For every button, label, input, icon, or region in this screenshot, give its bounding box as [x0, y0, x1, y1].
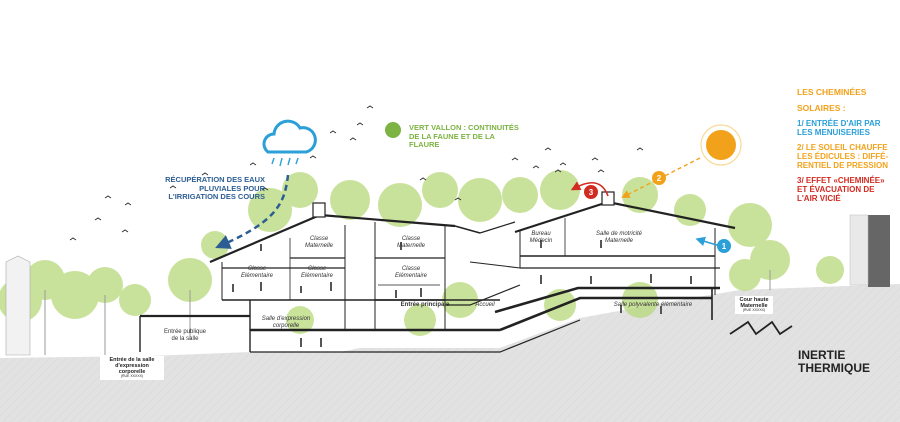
- room-entree-principale: Entrée principale: [400, 302, 450, 308]
- room-salle-motricite: Salle de motricité Maternelle: [595, 231, 643, 244]
- neighbour-building: [868, 215, 890, 287]
- room-accueil: Accueil: [475, 302, 495, 308]
- room-classe-elementaire-mid: Classe Elémentaire: [300, 266, 333, 279]
- marker-2-circle: [652, 171, 666, 185]
- sun-icon: [700, 124, 742, 166]
- legend-title: LES CHEMINÉES SOLAIRES :: [797, 87, 867, 114]
- air-intake-arrow: [695, 236, 721, 247]
- exhaust-arrow: [570, 181, 609, 197]
- rain-annotation: RÉCUPÉRATION DES EAUX PLUVIALES POUR L'I…: [165, 175, 265, 202]
- inertia-annotation: INERTIE THERMIQUE: [798, 348, 870, 375]
- tag-entree-salle-text: Entrée de la salle d'expression corporel…: [109, 357, 155, 376]
- room-classe-elementaire-center: Classe Elémentaire: [394, 266, 427, 279]
- people: [232, 240, 692, 347]
- tag-cour-haute: Cour haute Maternelle (RUE XXXXX): [735, 296, 773, 314]
- legend-step3: 3/ EFFET «CHEMINÉE» ET ÉVACUATION DE L'A…: [797, 176, 885, 204]
- room-salle-polyvalente: Salle polyvalente élémentaire: [613, 302, 693, 308]
- terrain-hatch: [0, 284, 900, 422]
- marker-3: 3: [589, 188, 594, 197]
- marker-2: 2: [657, 174, 662, 183]
- tag-cour-haute-text: Cour haute Maternelle: [739, 297, 769, 310]
- room-bureau-medecin: Bureau Médecin: [529, 231, 553, 244]
- room-classe-elementaire-left: Classe Elémentaire: [240, 266, 273, 279]
- tag-cour-haute-sub: (RUE XXXXX): [742, 308, 766, 313]
- tag-entree-salle-sub: (RUE XXXXX): [120, 374, 144, 379]
- legend-step2: 2/ LE SOLEIL CHAUFFE LES ÉDICULES : DIFF…: [797, 143, 889, 171]
- neighbour-house: [5, 255, 31, 356]
- tag-entree-salle: Entrée de la salle d'expression corporel…: [100, 356, 164, 380]
- marker-3-circle: [584, 185, 598, 199]
- rain-arrow: [215, 174, 290, 249]
- building-section: [139, 191, 736, 353]
- cloud-rain-icon: [262, 119, 317, 167]
- tree-trunks: [44, 270, 771, 355]
- green-annotation: VERT VALLON : CONTINUITÉS DE LA FAUNE ET…: [409, 123, 519, 150]
- room-salle-expression: Salle d'expression corporelle: [261, 316, 311, 329]
- marker-1: 1: [722, 242, 727, 251]
- green-circle-icon: [385, 122, 401, 138]
- inertia-zigzag-icon: [729, 320, 793, 336]
- legend-step1: 1/ ENTRÉE D'AIR PAR LES MENUISERIES: [797, 119, 881, 138]
- marker-1-circle: [717, 239, 731, 253]
- room-classe-maternelle-left: Classe Maternelle: [304, 236, 333, 249]
- bird-icons: [69, 105, 644, 241]
- room-classe-maternelle-center: Classe Maternelle: [396, 236, 425, 249]
- room-entree-publique: Entrée publique de la salle: [163, 329, 207, 342]
